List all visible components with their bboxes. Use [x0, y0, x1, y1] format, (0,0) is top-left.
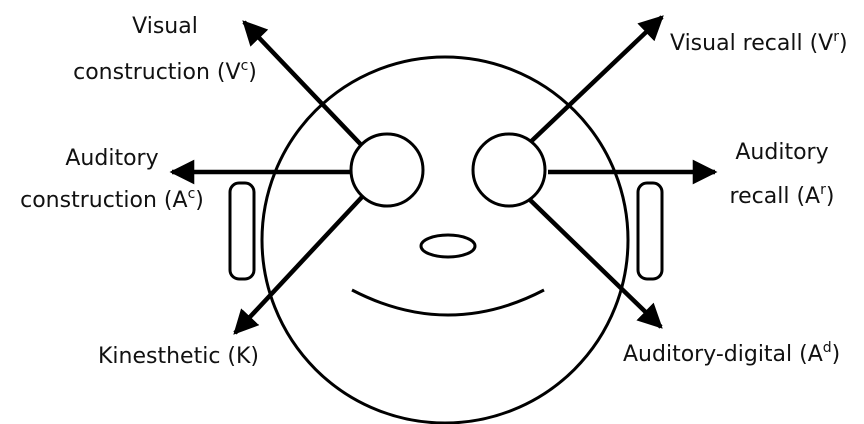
left-ear — [228, 181, 256, 281]
label-kinesthetic: Kinesthetic (K) — [98, 344, 259, 370]
right-ear — [636, 181, 664, 281]
label-auditory-construction-sup: c — [187, 185, 196, 202]
label-auditory-construction-line2: construction (Ac) — [0, 185, 224, 214]
label-visual-construction-sup: c — [240, 57, 249, 74]
label-auditory-recall-sup: r — [820, 181, 826, 198]
label-auditory-construction-line1: Auditory — [65, 146, 159, 171]
label-auditory-digital-close: ) — [831, 342, 841, 367]
head-outline — [260, 55, 630, 424]
label-kinesthetic-text: Kinesthetic (K) — [98, 344, 260, 369]
left-eye — [349, 132, 425, 208]
label-visual-construction-line1: Visual — [132, 14, 198, 39]
label-auditory-recall-line1: Auditory — [735, 140, 829, 165]
label-visual-recall-text: Visual recall (V — [670, 31, 834, 56]
arrow-visual-recall — [518, 15, 664, 154]
label-visual-construction-text: construction (V — [73, 60, 241, 85]
arrow-visual-construction — [242, 20, 370, 154]
label-auditory-digital: Auditory-digital (Ad) — [623, 339, 841, 368]
label-visual-recall: Visual recall (Vr) — [670, 28, 848, 57]
label-auditory-digital-sup: d — [822, 339, 832, 356]
arrow-kinesthetic — [233, 195, 364, 335]
right-eye — [471, 132, 547, 208]
label-auditory-recall-close: ) — [825, 184, 835, 209]
nose — [419, 233, 477, 259]
label-auditory-recall-line2: recall (Ar) — [700, 181, 864, 210]
label-visual-recall-sup: r — [833, 28, 839, 45]
label-auditory-construction-close: ) — [195, 188, 204, 213]
label-visual-construction-close: ) — [248, 60, 257, 85]
label-auditory-construction-text: construction (A — [20, 188, 188, 213]
label-auditory-digital-text: Auditory-digital (A — [623, 342, 823, 367]
label-visual-recall-close: ) — [838, 31, 848, 56]
label-visual-construction: Visual construction (Vc) — [60, 14, 270, 86]
label-auditory-recall-text: recall (A — [729, 184, 821, 209]
label-auditory-recall: Auditory recall (Ar) — [700, 140, 864, 210]
mouth — [351, 288, 545, 317]
label-visual-construction-line2: construction (Vc) — [60, 57, 270, 86]
label-auditory-construction: Auditory construction (Ac) — [0, 146, 224, 214]
arrow-auditory-digital — [525, 195, 663, 329]
